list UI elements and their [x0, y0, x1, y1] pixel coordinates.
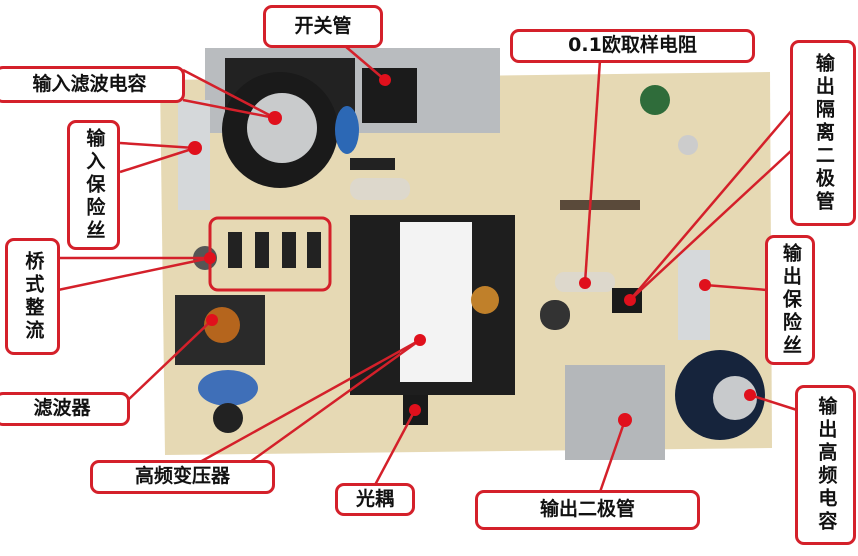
label-filter: 滤波器 [0, 392, 130, 426]
label-bridge-rectifier: 桥式整流 [5, 238, 60, 355]
leader-lines [57, 45, 798, 493]
label-output-fuse: 输出保险丝 [765, 235, 815, 365]
diode-d3 [282, 232, 296, 268]
label-output-hf-capacitor: 输出高频电容 [795, 385, 856, 545]
label-input-fuse: 输入保险丝 [67, 120, 120, 250]
label-output-isolation-diode: 输出隔离二极管 [790, 40, 856, 226]
label-sampling-resistor: 0.1欧取样电阻 [510, 29, 755, 63]
blue-capacitor [335, 106, 359, 154]
label-hf-transformer: 高频变压器 [90, 460, 275, 494]
diode-d4 [307, 232, 321, 268]
input-fuse [178, 100, 210, 210]
label-output-diode: 输出二极管 [475, 490, 700, 530]
diode-d1 [228, 232, 242, 268]
label-optocoupler: 光耦 [335, 483, 415, 516]
output-fuse [678, 250, 710, 340]
diode-d2 [255, 232, 269, 268]
resistor [350, 178, 410, 200]
output-diode-heatsink [565, 365, 665, 460]
leader-dots [188, 74, 756, 427]
label-input-filter-capacitor: 输入滤波电容 [0, 66, 185, 103]
label-switch-tube: 开关管 [263, 5, 383, 48]
